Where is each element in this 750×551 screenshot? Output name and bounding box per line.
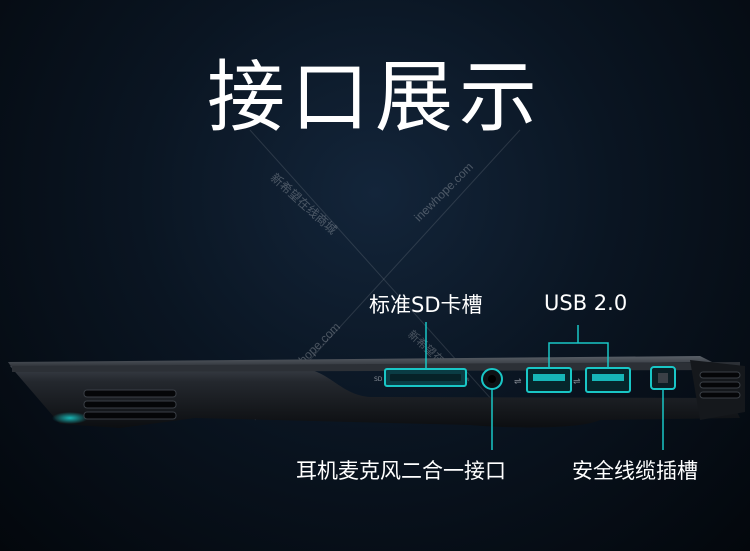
sd-slot-port [384, 368, 467, 387]
usb-symbol-2: ⇌ [573, 377, 581, 387]
sd-port-marking: SD [374, 376, 383, 383]
laptop-body [10, 366, 740, 428]
page-title: 接口展示 [206, 53, 543, 143]
usb-port-1 [526, 367, 572, 393]
usb-symbol-1: ⇌ [514, 377, 522, 387]
vent-grille-right [699, 371, 741, 399]
vent-grille-left [83, 389, 177, 420]
usb-port-2 [585, 367, 631, 393]
label-audio-jack: 耳机麦克风二合一接口 [296, 459, 506, 483]
label-usb: USB 2.0 [544, 291, 628, 315]
audio-jack-port [481, 368, 503, 390]
label-sd-slot: 标准SD卡槽 [369, 293, 483, 317]
callout-lines [425, 322, 664, 450]
laptop-lid [8, 356, 712, 368]
security-lock-slot [650, 366, 676, 390]
label-security-slot: 安全线缆插槽 [572, 459, 698, 483]
